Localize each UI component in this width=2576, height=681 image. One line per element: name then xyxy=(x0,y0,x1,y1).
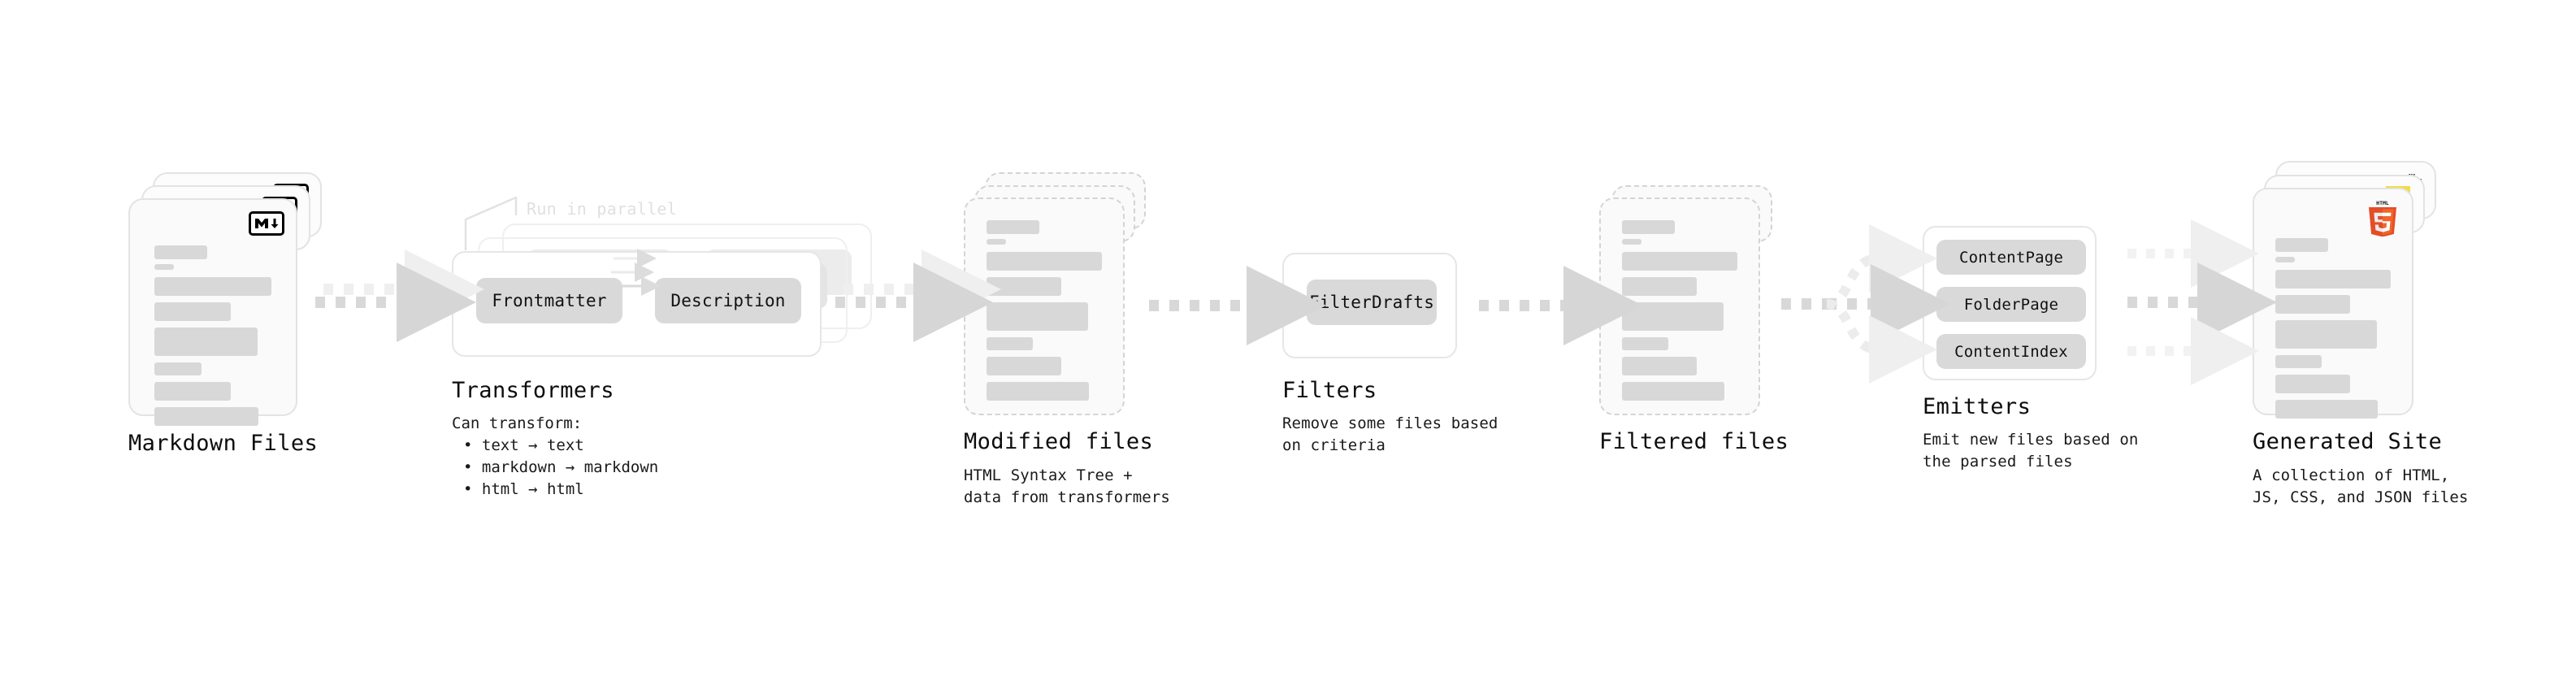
placeholder-bar xyxy=(987,337,1033,350)
placeholder-bar xyxy=(1622,357,1698,375)
placeholder-bar xyxy=(2275,295,2351,314)
placeholder-bar xyxy=(987,277,1062,296)
stage-title-filters: Filters xyxy=(1282,378,1377,403)
placeholder-bar xyxy=(2275,400,2379,419)
stage-title-markdown-files: Markdown Files xyxy=(128,431,319,456)
connector-markdown-to-transformers xyxy=(315,249,484,342)
stage-description-filters: Remove some files based on criteria xyxy=(1282,414,1498,454)
html5-icon: HTML xyxy=(2366,199,2399,237)
placeholder-bar xyxy=(987,357,1062,375)
placeholder-bar xyxy=(1622,239,1641,245)
emitter-pill-contentpage[interactable]: ContentPage xyxy=(1936,240,2086,275)
placeholder-bar xyxy=(2275,270,2391,288)
transformers-bullet-item: html → html xyxy=(463,479,658,501)
transformers-bullet-item: text → text xyxy=(463,435,658,457)
placeholder-bar xyxy=(154,302,231,321)
stage-description-generated-site: A collection of HTML, JS, CSS, and JSON … xyxy=(2253,466,2469,506)
stage-description-modified-files: HTML Syntax Tree + data from transformer… xyxy=(964,466,1170,506)
placeholder-bar xyxy=(2275,355,2322,368)
placeholder-bar xyxy=(987,252,1102,271)
file-content-placeholder xyxy=(1622,220,1737,401)
transformers-bullet-item: markdown → markdown xyxy=(463,457,658,479)
filters-group: FilterDrafts xyxy=(1282,253,1457,358)
emitter-pill-folderpage[interactable]: FolderPage xyxy=(1936,287,2086,322)
placeholder-bar xyxy=(154,382,231,401)
markdown-icon xyxy=(249,211,284,236)
placeholder-bar xyxy=(987,239,1006,245)
connector-emitters-to-site xyxy=(2127,219,2277,385)
placeholder-bar xyxy=(1622,220,1675,234)
svg-text:HTML: HTML xyxy=(2376,200,2389,206)
placeholder-bar xyxy=(154,264,174,270)
placeholder-bar xyxy=(154,362,202,375)
filtered-file-card-front xyxy=(1599,197,1760,415)
stage-title-emitters: Emitters xyxy=(1923,394,2032,419)
placeholder-bar xyxy=(154,327,258,356)
file-content-placeholder xyxy=(987,220,1102,401)
emitters-group: ContentPage FolderPage ContentIndex xyxy=(1923,226,2097,380)
transformers-subhead: Can transform: xyxy=(452,414,583,432)
file-content-placeholder xyxy=(154,245,271,426)
transformer-pill-frontmatter[interactable]: Frontmatter xyxy=(476,278,622,323)
placeholder-bar xyxy=(987,220,1039,234)
connector-filtered-to-emitters xyxy=(1781,224,1950,384)
placeholder-bar xyxy=(2275,375,2351,393)
modified-file-card-front xyxy=(964,197,1125,415)
placeholder-bar xyxy=(1622,252,1737,271)
site-file-card-front-html: HTML xyxy=(2253,188,2413,419)
placeholder-bar xyxy=(1622,337,1668,350)
transformer-group-front: Frontmatter Description xyxy=(452,251,822,357)
placeholder-bar xyxy=(154,245,207,259)
placeholder-bar xyxy=(987,302,1088,331)
file-content-placeholder xyxy=(2275,238,2391,419)
transformers-bullet-list: text → text markdown → markdown html → h… xyxy=(463,435,658,501)
placeholder-bar xyxy=(2275,238,2328,252)
placeholder-bar xyxy=(1622,382,1725,401)
stage-title-generated-site: Generated Site xyxy=(2253,429,2443,454)
stage-description-emitters: Emit new files based on the parsed files xyxy=(1923,431,2139,471)
placeholder-bar xyxy=(154,407,259,426)
placeholder-bar xyxy=(2275,320,2377,349)
transformer-pill-description[interactable]: Description xyxy=(655,278,801,323)
placeholder-bar xyxy=(1622,302,1724,331)
placeholder-bar xyxy=(2275,257,2295,262)
stage-title-modified-files: Modified files xyxy=(964,429,1154,454)
placeholder-bar xyxy=(154,277,271,296)
markdown-file-card-front xyxy=(128,198,297,426)
placeholder-bar xyxy=(987,382,1090,401)
filter-pill-filterdrafts[interactable]: FilterDrafts xyxy=(1307,280,1437,325)
stage-title-transformers: Transformers xyxy=(452,378,614,403)
emitter-pill-contentindex[interactable]: ContentIndex xyxy=(1936,334,2086,369)
stage-title-filtered-files: Filtered files xyxy=(1599,429,1789,454)
annotation-run-in-parallel: Run in parallel xyxy=(527,199,678,219)
placeholder-bar xyxy=(1622,277,1698,296)
